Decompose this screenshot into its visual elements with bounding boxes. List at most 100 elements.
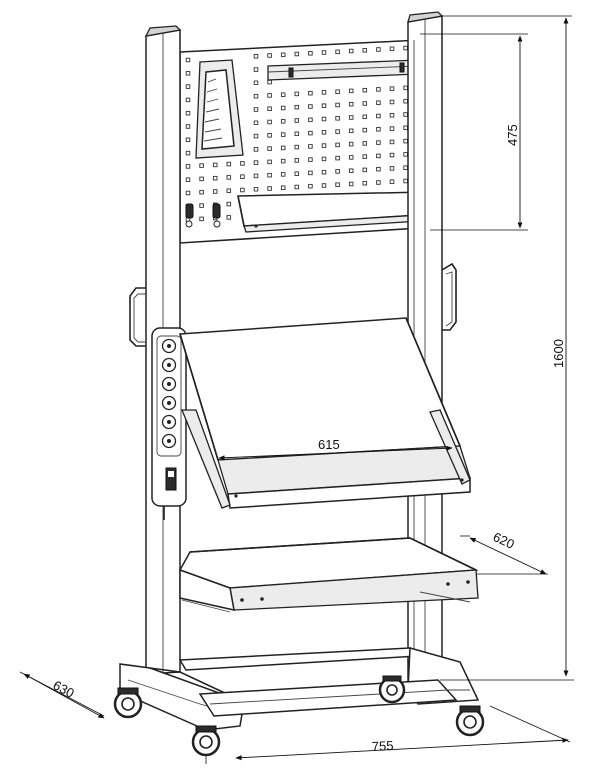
power-socket-pin xyxy=(167,363,171,367)
pegboard-hole xyxy=(267,133,272,138)
pegboard-hole xyxy=(185,97,191,103)
pegboard-hole xyxy=(253,67,259,72)
pegboard-hole xyxy=(294,158,300,163)
pegboard-hole xyxy=(376,127,381,132)
panel-hooks xyxy=(185,203,221,228)
pegboard-hole xyxy=(376,180,381,185)
pegboard-hole xyxy=(348,168,354,173)
pegboard-hole xyxy=(253,173,259,179)
pegboard-hole xyxy=(348,48,354,54)
pegboard-hole xyxy=(308,170,313,176)
tilted-tray xyxy=(179,317,471,509)
pegboard-hole xyxy=(199,176,204,182)
pegboard-hole xyxy=(199,203,204,208)
pegboard-hole xyxy=(362,141,368,146)
pegboard-hole xyxy=(253,107,259,112)
pegboard-hole xyxy=(321,50,327,55)
pegboard-hole xyxy=(389,86,395,91)
pegboard-hole xyxy=(389,99,395,105)
pegboard-hole xyxy=(280,52,286,58)
power-socket-pin xyxy=(167,344,171,348)
pegboard-hole xyxy=(308,144,313,149)
pegboard-hole xyxy=(253,160,259,165)
pegboard-hole xyxy=(212,162,218,168)
pegboard-hole xyxy=(335,102,340,108)
pegboard-hole xyxy=(226,161,232,167)
pegboard-hole xyxy=(267,186,272,191)
pegboard-hole xyxy=(308,117,313,123)
pegboard-hole xyxy=(240,187,245,193)
power-socket-pin xyxy=(167,439,171,443)
pegboard-hole xyxy=(321,103,327,108)
pegboard-hole xyxy=(185,164,191,169)
pegboard-hole xyxy=(376,47,381,52)
pegboard-hole xyxy=(199,163,204,168)
power-sockets xyxy=(161,338,177,449)
pegboard-hole xyxy=(321,169,327,175)
pegboard-hole xyxy=(253,80,259,86)
pegboard-hole xyxy=(335,142,340,148)
pegboard-hole xyxy=(212,189,218,194)
pegboard-hole xyxy=(389,152,395,158)
pegboard-hole xyxy=(376,166,381,172)
pegboard-hole xyxy=(226,215,232,220)
pegboard-hole xyxy=(253,186,259,192)
pegboard-hole xyxy=(226,175,232,180)
pegboard-hole xyxy=(185,110,191,116)
base-width-label: 755 xyxy=(371,738,393,754)
pegboard-hole xyxy=(267,53,272,58)
pegboard-hole xyxy=(280,132,286,137)
pegboard-holes xyxy=(185,45,408,222)
base-depth-label: 630 xyxy=(51,677,77,700)
pegboard-hole xyxy=(294,91,300,97)
pegboard-hole xyxy=(226,188,232,193)
casters xyxy=(113,675,485,757)
pegboard-hole xyxy=(362,114,368,120)
pegboard-hole xyxy=(321,156,327,162)
caster-back-left xyxy=(113,687,143,719)
pegboard-hole xyxy=(280,185,286,190)
total-height-label: 1600 xyxy=(551,339,566,368)
pegboard-hole xyxy=(376,140,381,145)
pegboard-hole xyxy=(185,150,191,156)
power-socket-pin xyxy=(167,401,171,405)
pegboard-hole xyxy=(294,144,300,150)
pegboard-hole xyxy=(308,157,313,162)
pegboard-hole xyxy=(294,104,300,110)
pegboard-hole xyxy=(348,88,354,94)
pegboard-hole xyxy=(185,124,191,129)
pegboard-hole xyxy=(362,48,368,53)
pegboard-hole xyxy=(348,128,354,134)
pegboard-hole xyxy=(226,201,232,207)
pegboard-hole xyxy=(335,182,340,187)
pegboard-hole xyxy=(185,57,191,63)
pegboard-hole xyxy=(267,93,272,98)
pegboard-hole xyxy=(321,183,327,188)
pegboard-hole xyxy=(294,131,300,137)
base-width-dimension: 755 xyxy=(235,737,569,761)
pegboard-hole xyxy=(362,127,368,133)
pegboard-hole xyxy=(185,177,191,182)
caster-front-left xyxy=(191,725,221,757)
base-depth-dimension: 630 xyxy=(23,673,105,719)
power-socket-pin xyxy=(167,382,171,386)
wrench-holder xyxy=(195,59,244,159)
pegboard-hole xyxy=(212,175,218,181)
pegboard-hole xyxy=(321,116,327,122)
pegboard-hole xyxy=(335,169,340,174)
pegboard-hole xyxy=(240,161,245,166)
caster-back-right xyxy=(378,675,406,704)
pegboard-hole xyxy=(267,119,272,125)
pegboard-hole xyxy=(267,106,272,111)
pegboard-hole xyxy=(362,101,368,106)
pegboard-hole xyxy=(335,49,340,55)
pegboard-hole xyxy=(267,172,272,178)
power-socket-pin xyxy=(167,420,171,424)
pegboard-hole xyxy=(348,155,354,160)
pegboard-hole xyxy=(199,216,204,222)
pegboard-hole xyxy=(280,119,286,124)
pegboard-hole xyxy=(280,145,286,151)
pegboard-hole xyxy=(280,105,286,111)
pegboard-hole xyxy=(185,84,191,89)
pegboard-hole xyxy=(280,158,286,164)
